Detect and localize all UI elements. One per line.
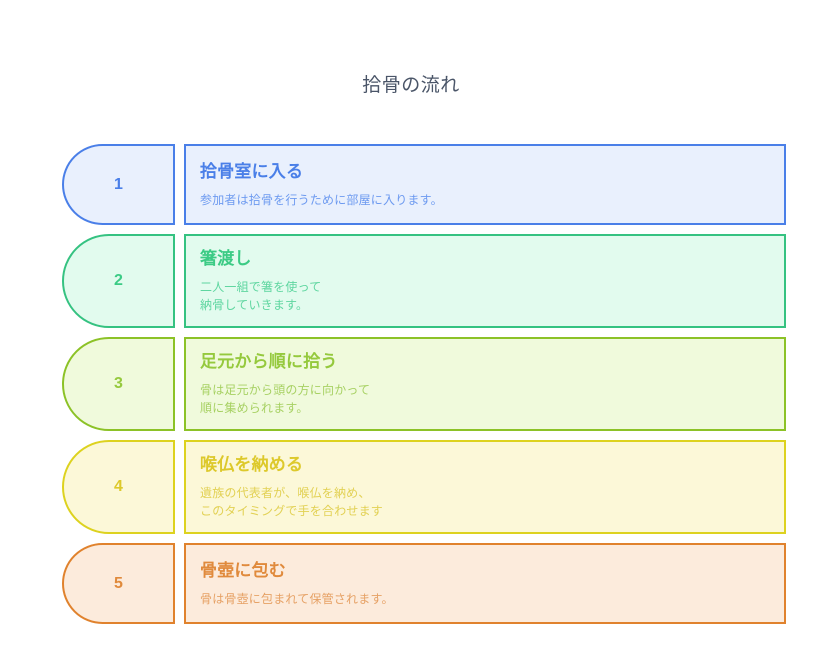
step-number-label-2: 2 <box>114 272 123 289</box>
step-description-4: 遺族の代表者が、喉仏を納め、 このタイミングで手を合わせます <box>200 486 384 518</box>
step-title-3: 足元から順に拾う <box>200 352 338 371</box>
step-number-label-1: 1 <box>114 175 123 193</box>
step-number-label-4: 4 <box>114 478 123 495</box>
step-title-1: 拾骨室に入る <box>200 161 304 181</box>
page-title: 拾骨の流れ <box>362 75 460 96</box>
step-number-badge-2[interactable]: 2 <box>62 234 175 328</box>
step-title-5: 骨壺に包む <box>200 560 286 580</box>
step-number-badge-3[interactable]: 3 <box>62 337 175 431</box>
step-content-card-2[interactable]: 箸渡し 二人一組で箸を使って 納骨していきます。 <box>184 234 786 328</box>
flow-step-list: 1 拾骨室に入る 参加者は拾骨を行うために部屋に入ります。 2 箸渡し 二人一組… <box>62 144 786 624</box>
flow-step-row-2: 2 箸渡し 二人一組で箸を使って 納骨していきます。 <box>62 234 786 328</box>
step-number-badge-1[interactable]: 1 <box>62 144 175 225</box>
step-title-4: 喉仏を納める <box>200 455 304 474</box>
flow-step-row-4: 4 喉仏を納める 遺族の代表者が、喉仏を納め、 このタイミングで手を合わせます <box>62 440 786 534</box>
step-content-card-1[interactable]: 拾骨室に入る 参加者は拾骨を行うために部屋に入ります。 <box>184 144 786 225</box>
flow-step-row-1: 1 拾骨室に入る 参加者は拾骨を行うために部屋に入ります。 <box>62 144 786 225</box>
step-description-1: 参加者は拾骨を行うために部屋に入ります。 <box>200 192 443 207</box>
step-content-card-5[interactable]: 骨壺に包む 骨は骨壺に包まれて保管されます。 <box>184 543 786 624</box>
step-number-label-5: 5 <box>114 574 123 592</box>
flow-step-row-5: 5 骨壺に包む 骨は骨壺に包まれて保管されます。 <box>62 543 786 624</box>
step-content-card-4[interactable]: 喉仏を納める 遺族の代表者が、喉仏を納め、 このタイミングで手を合わせます <box>184 440 786 534</box>
step-description-5: 骨は骨壺に包まれて保管されます。 <box>200 591 394 606</box>
step-number-badge-5[interactable]: 5 <box>62 543 175 624</box>
step-description-2: 二人一組で箸を使って 納骨していきます。 <box>200 280 322 312</box>
flow-step-row-3: 3 足元から順に拾う 骨は足元から頭の方に向かって 順に集められます。 <box>62 337 786 431</box>
step-content-card-3[interactable]: 足元から順に拾う 骨は足元から頭の方に向かって 順に集められます。 <box>184 337 786 431</box>
step-number-badge-4[interactable]: 4 <box>62 440 175 534</box>
step-title-2: 箸渡し <box>200 249 252 268</box>
step-description-3: 骨は足元から頭の方に向かって 順に集められます。 <box>200 383 371 415</box>
step-number-label-3: 3 <box>114 375 123 392</box>
